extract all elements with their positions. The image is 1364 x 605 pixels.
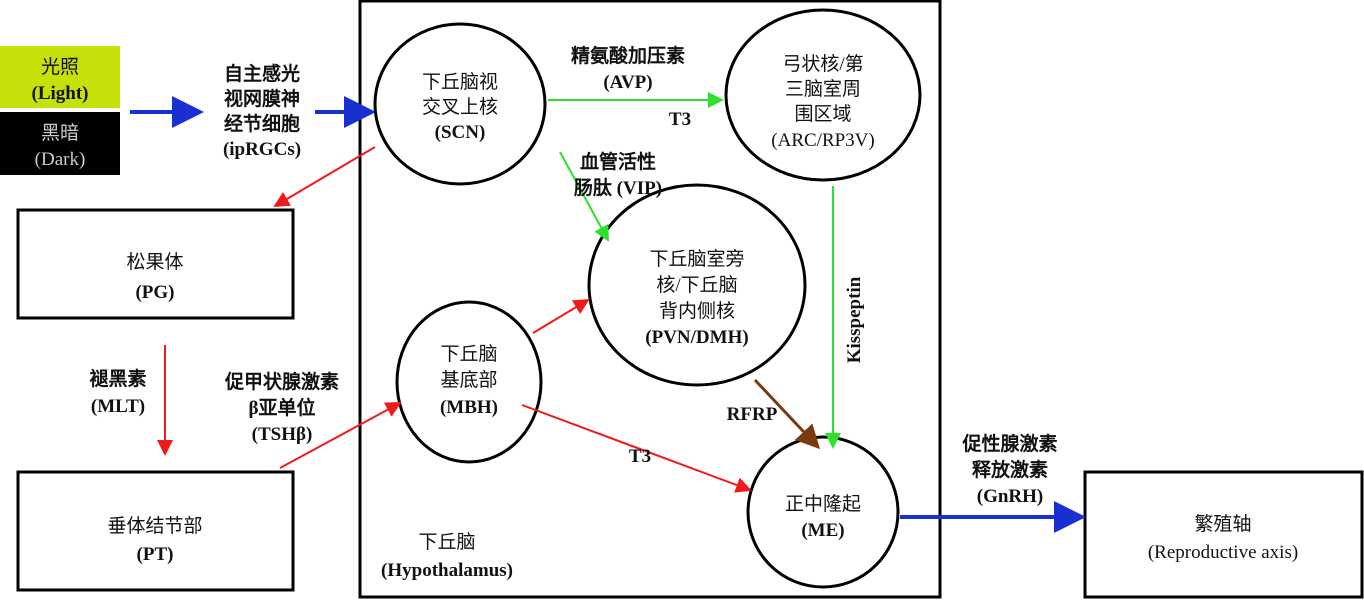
mbh-node: 下丘脑 基底部 (MBH) [395, 300, 543, 464]
iprgc-label: 自主感光 视网膜神 经节细胞 (ipRGCs) [223, 62, 301, 160]
svg-text:促性腺激素: 促性腺激素 [961, 432, 1057, 455]
svg-text:下丘脑: 下丘脑 [440, 343, 497, 365]
pg-box: 松果体 (PG) [16, 208, 295, 320]
svg-text:促甲状腺激素: 促甲状腺激素 [224, 370, 339, 393]
dark-box: 黑暗 (Dark) [0, 112, 120, 175]
svg-text:(MLT): (MLT) [91, 396, 145, 417]
hypothalamus-box [358, 0, 942, 599]
me-node: 正中隆起 (ME) [746, 435, 900, 589]
svg-text:(ipRGCs): (ipRGCs) [223, 139, 301, 160]
svg-text:(TSHβ): (TSHβ) [252, 424, 313, 445]
svg-text:(MBH): (MBH) [440, 397, 498, 418]
svg-text:褪黑素: 褪黑素 [89, 367, 146, 390]
svg-text:(PG): (PG) [135, 282, 174, 303]
svg-text:肠肽 (VIP): 肠肽 (VIP) [574, 176, 662, 199]
pt-box: 垂体结节部 (PT) [16, 470, 295, 592]
mlt-label: 褪黑素 (MLT) [89, 367, 146, 417]
svg-text:基底部: 基底部 [440, 369, 497, 391]
svg-text:(GnRH): (GnRH) [977, 486, 1044, 507]
svg-text:视网膜神: 视网膜神 [224, 87, 300, 110]
svg-text:弓状核/第: 弓状核/第 [782, 53, 863, 75]
svg-text:交叉上核: 交叉上核 [422, 96, 498, 118]
svg-text:(Dark): (Dark) [35, 149, 86, 170]
arrow-pt-mbh [279, 402, 402, 469]
svg-text:(PT): (PT) [137, 544, 174, 565]
arrow-mbh-me [521, 404, 752, 493]
tshb-label: 促甲状腺激素 β亚单位 (TSHβ) [224, 370, 339, 445]
gnrh-label: 促性腺激素 释放激素 (GnRH) [961, 432, 1057, 507]
pvn-node: 下丘脑室旁 核/下丘脑 背内侧核 (PVN/DMH) [587, 183, 807, 387]
kisspeptin-label: Kisspeptin [844, 276, 865, 363]
rfrp-label: RFRP [727, 404, 778, 425]
svg-text:β亚单位: β亚单位 [248, 396, 315, 419]
avp-label: 精氨酸加压素 (AVP) [571, 44, 685, 93]
svg-text:黑暗: 黑暗 [41, 122, 79, 144]
svg-text:血管活性: 血管活性 [580, 150, 656, 173]
t3-bottom-label: T3 [629, 446, 651, 467]
hypothalamus-label: 下丘脑 (Hypothalamus) [381, 531, 513, 581]
t3-top-label: T3 [669, 109, 691, 130]
svg-text:光照: 光照 [41, 56, 79, 78]
arrow-scn-pg [273, 146, 376, 208]
svg-text:(PVN/DMH): (PVN/DMH) [645, 327, 748, 348]
svg-text:自主感光: 自主感光 [224, 62, 300, 85]
svg-text:松果体: 松果体 [126, 251, 183, 273]
svg-text:(Reproductive axis): (Reproductive axis) [1148, 542, 1298, 563]
scn-node: 下丘脑视 交叉上核 (SCN) [373, 22, 547, 186]
svg-text:(Light): (Light) [32, 83, 89, 104]
svg-text:核/下丘脑: 核/下丘脑 [656, 274, 737, 296]
svg-text:下丘脑室旁: 下丘脑室旁 [649, 248, 744, 270]
light-box: 光照 (Light) [0, 46, 120, 108]
arrow-pvn-me [753, 378, 821, 450]
arc-node: 弓状核/第 三脑室周 围区域 (ARC/RP3V) [724, 8, 922, 182]
svg-text:释放激素: 释放激素 [972, 458, 1048, 481]
svg-text:(ARC/RP3V): (ARC/RP3V) [771, 130, 874, 151]
svg-text:垂体结节部: 垂体结节部 [107, 515, 202, 537]
svg-text:(SCN): (SCN) [435, 122, 486, 143]
svg-text:精氨酸加压素: 精氨酸加压素 [571, 44, 685, 67]
svg-text:繁殖轴: 繁殖轴 [1194, 513, 1251, 535]
arrow-scn-pvn [559, 151, 609, 242]
arrow-mbh-pvn [532, 298, 590, 334]
svg-text:(AVP): (AVP) [603, 72, 652, 93]
vip-label: 血管活性 肠肽 (VIP) [574, 150, 662, 199]
svg-text:(Hypothalamus): (Hypothalamus) [381, 560, 513, 581]
svg-text:背内侧核: 背内侧核 [659, 300, 735, 322]
svg-text:三脑室周: 三脑室周 [785, 78, 861, 100]
svg-text:下丘脑视: 下丘脑视 [422, 71, 498, 93]
reproductive-axis-box: 繁殖轴 (Reproductive axis) [1083, 470, 1364, 599]
svg-text:围区域: 围区域 [794, 103, 851, 125]
svg-text:正中隆起: 正中隆起 [785, 493, 861, 515]
svg-text:下丘脑: 下丘脑 [418, 531, 475, 553]
svg-text:(ME): (ME) [801, 520, 844, 541]
svg-text:经节细胞: 经节细胞 [224, 112, 300, 135]
